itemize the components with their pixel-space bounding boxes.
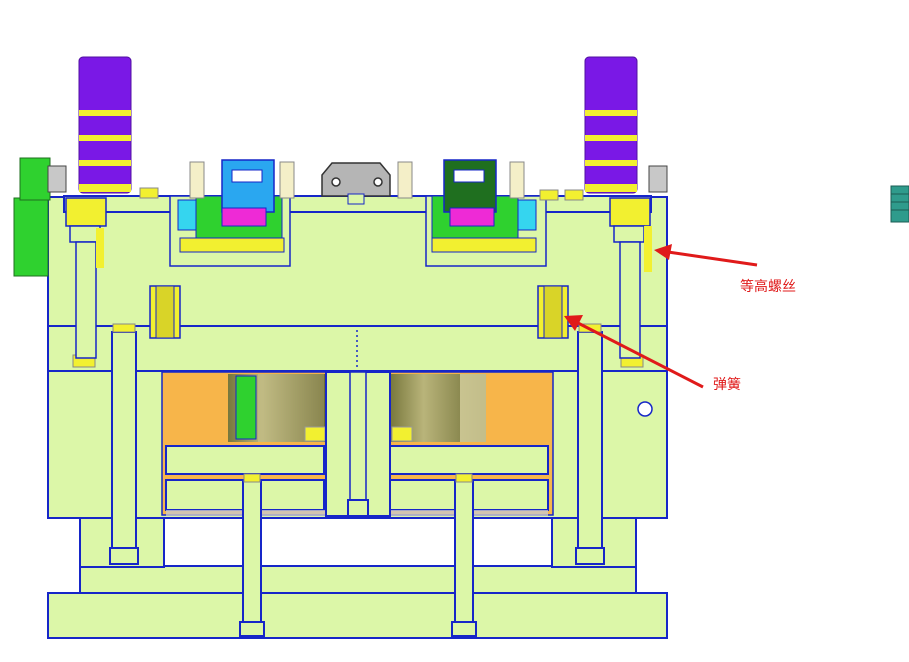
- spring-right: [537, 285, 569, 339]
- ejector-pin-right: [454, 479, 474, 636]
- shoulder-bolt-label: 等高螺丝: [740, 279, 796, 295]
- ejector-pin-left: [242, 479, 262, 636]
- ejector-plate-left: [165, 445, 325, 475]
- slide-module-right: [397, 159, 547, 267]
- ejector-housing: [79, 565, 637, 594]
- ejector-plate-right: [389, 445, 549, 475]
- a-plate: [47, 196, 668, 327]
- shoulder-bolt-left: [65, 197, 107, 359]
- locating-hole: [637, 401, 653, 417]
- guide-pin-right: [577, 331, 603, 565]
- bottom-clamp-plate: [47, 592, 668, 639]
- slide-module-left: [169, 159, 295, 267]
- spring-left: [149, 285, 181, 339]
- purple-bolt-right: [584, 56, 638, 194]
- green-insert: [235, 375, 257, 440]
- guide-pin-left: [111, 331, 137, 565]
- shoulder-bolt-right: [609, 197, 652, 359]
- spring-label: 弹簧: [713, 377, 741, 393]
- arrow-spring: [564, 315, 704, 389]
- side-block-left: [13, 197, 49, 277]
- purple-bolt-left: [78, 56, 132, 194]
- center-hanger: [321, 162, 391, 205]
- arrow-shoulder-bolt: [654, 244, 758, 267]
- partial-component-edge: [890, 185, 909, 223]
